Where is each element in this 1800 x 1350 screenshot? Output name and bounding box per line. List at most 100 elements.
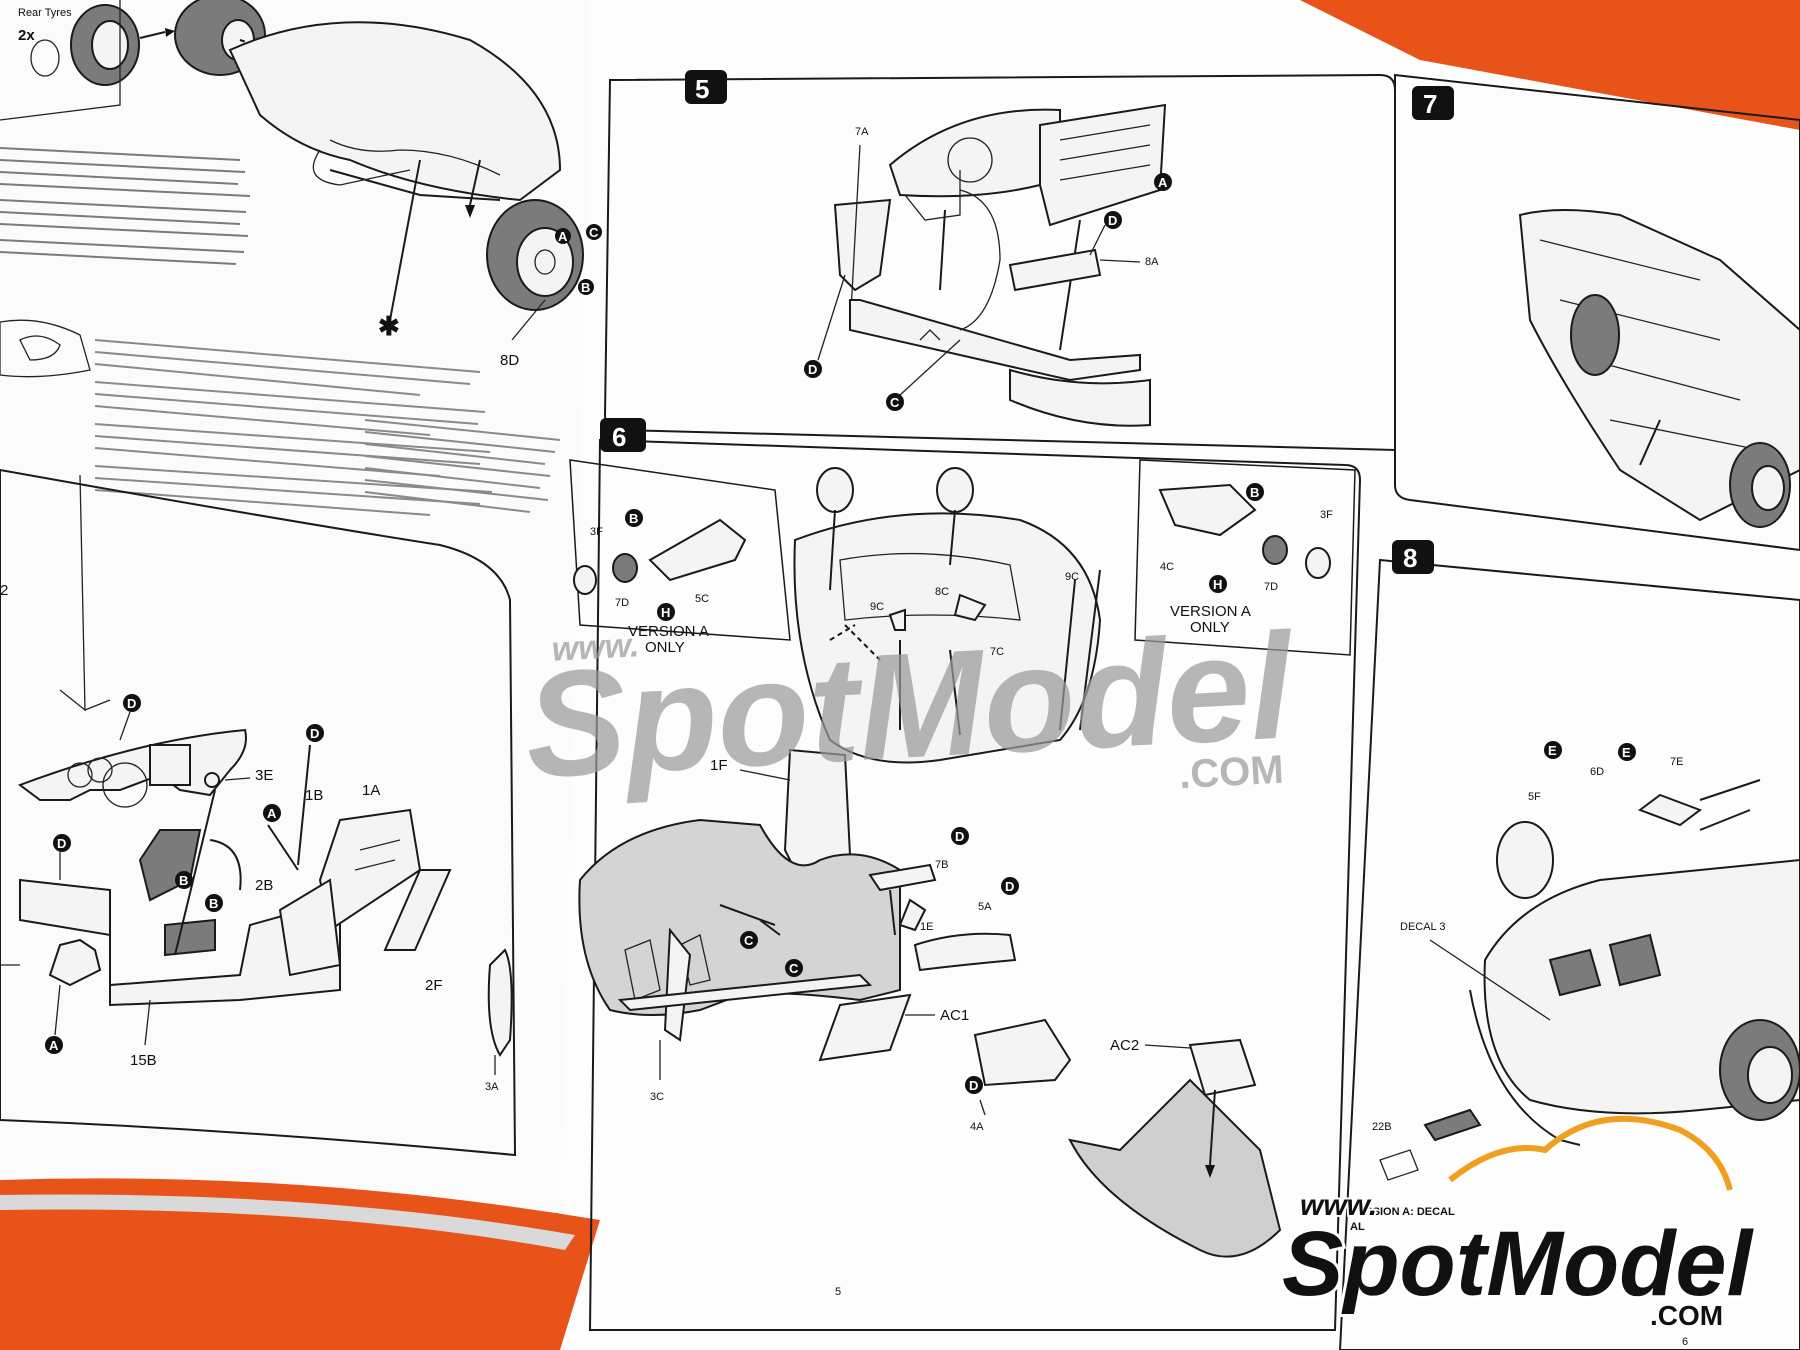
headrest-right xyxy=(936,467,974,513)
version-a-right-1: VERSION A xyxy=(1170,603,1251,620)
svg-text:A: A xyxy=(558,229,568,244)
svg-text:D: D xyxy=(808,362,817,377)
body-side-shell xyxy=(578,818,901,1016)
step-8-diagram: E E 6D 7E 5F 6F DECAL 3 22B VERSION A: D… xyxy=(1350,741,1800,1233)
seat-cushion xyxy=(1008,248,1102,292)
svg-text:E: E xyxy=(1548,743,1557,758)
floor-side-shell xyxy=(1068,1078,1282,1258)
part-label-4a: 4A xyxy=(970,1121,984,1133)
svg-text:B: B xyxy=(1250,485,1259,500)
version-a-right-2: ONLY xyxy=(1190,619,1230,636)
svg-text:B: B xyxy=(179,873,188,888)
rear-tyres-label: Rear Tyres xyxy=(18,7,72,19)
decal-3-label: DECAL 3 xyxy=(1400,921,1445,933)
car-body-top xyxy=(793,512,1102,764)
part-label-8a: 8A xyxy=(1145,256,1159,268)
part-label-2f: 2F xyxy=(425,977,443,994)
step-7-diagram xyxy=(1518,209,1800,528)
floor-step5 xyxy=(849,299,1141,382)
watermark-brand: SpotModel xyxy=(521,601,1299,809)
part-label-7c: 7C xyxy=(990,646,1004,658)
svg-text:D: D xyxy=(1108,213,1117,228)
door-panel xyxy=(318,808,422,932)
svg-text:C: C xyxy=(589,225,599,240)
decal-instructions-block xyxy=(0,319,561,516)
svg-text:www.: www. xyxy=(551,626,640,669)
svg-text:D: D xyxy=(955,829,964,844)
svg-text:A: A xyxy=(267,806,277,821)
step-6-inset-right: 4C 7D 3F B H VERSION A ONLY xyxy=(1134,459,1356,656)
decal-ac2 xyxy=(1188,1038,1257,1097)
svg-text:www.: www. xyxy=(1300,1189,1377,1222)
logo-car-outline xyxy=(1448,1115,1733,1191)
decal-ac1 xyxy=(818,993,912,1062)
logo-brand: SpotModel xyxy=(1282,1213,1755,1315)
seat-back xyxy=(833,198,892,292)
part-label-3c: 3C xyxy=(650,1091,664,1103)
part-label-7a: 7A xyxy=(855,126,869,138)
ac1-label: AC1 xyxy=(940,1007,969,1024)
svg-text:C: C xyxy=(789,961,799,976)
part-label-1e: 1E xyxy=(920,921,933,933)
text-block-top-left xyxy=(0,147,251,265)
version-a-left-1: VERSION A xyxy=(628,623,709,640)
grille-part xyxy=(487,948,513,1057)
left-paper xyxy=(0,0,665,1230)
part-label-6d: 6D xyxy=(1590,766,1604,778)
spotmodel-logo: www. SpotModel .COM xyxy=(1279,1115,1758,1333)
svg-text:8: 8 xyxy=(1403,543,1417,573)
part-label-7e: 7E xyxy=(1670,756,1683,768)
step-5-diagram: A 7A D D 8A C xyxy=(804,103,1172,427)
svg-text:6: 6 xyxy=(612,422,626,452)
part-label-22b: 22B xyxy=(1372,1121,1392,1133)
svg-text:✱: ✱ xyxy=(378,311,400,341)
part-label-2b: 2B xyxy=(255,877,273,894)
headrest-left xyxy=(816,467,854,513)
part-label-5a: 5A xyxy=(978,901,992,913)
step-6-inset-left: 3F 7D 5C B H VERSION A ONLY xyxy=(569,459,791,656)
part-7b xyxy=(868,863,937,892)
watermark-com: .COM xyxy=(1178,748,1285,797)
part-label-3f-left: 3F xyxy=(590,526,603,538)
svg-text:A: A xyxy=(49,1038,59,1053)
svg-text:D: D xyxy=(1005,879,1014,894)
step-7-frame xyxy=(1394,73,1800,552)
part-label-3a: 3A xyxy=(485,1081,499,1093)
logo-com: .COM xyxy=(1650,1300,1723,1331)
step-6-frame xyxy=(588,438,1362,1331)
page-number-6: 6 xyxy=(1682,1336,1688,1348)
left-interior-diagram: 2 D D A B B 3E 2B A D 1B 1A 2F xyxy=(0,474,452,1069)
part-label-15b: 15B xyxy=(130,1052,157,1069)
step-6-side-diagram: 1F C C 3A 3C 7B D 1E 5A D AC1 D 4A AC2 xyxy=(485,748,1282,1258)
svg-text:C: C xyxy=(890,395,900,410)
svg-text:B: B xyxy=(581,280,590,295)
part-label-1a: 1A xyxy=(362,782,380,799)
front-wheel-step7 xyxy=(1570,294,1620,376)
svg-text:B: B xyxy=(209,896,218,911)
step-7-badge xyxy=(1412,86,1454,120)
version-decal-label-2: AL xyxy=(1350,1221,1365,1233)
step-6-body-diagram: 8C 9C 9C 7C xyxy=(793,467,1102,764)
svg-text:C: C xyxy=(744,933,754,948)
svg-text:2: 2 xyxy=(0,582,8,599)
svg-text:E: E xyxy=(1622,745,1631,760)
chassis-step7 xyxy=(1518,209,1800,522)
part-label-3e: 3E xyxy=(255,767,273,784)
headlight-cover-left xyxy=(648,518,747,582)
part-label-1f: 1F xyxy=(710,757,728,774)
part-label-8d: 8D xyxy=(500,352,519,369)
svg-text:A: A xyxy=(1158,175,1168,190)
ac2-label: AC2 xyxy=(1110,1037,1139,1054)
spotmodel-watermark: www. SpotModel .COM xyxy=(521,601,1299,809)
svg-text:D: D xyxy=(310,726,319,741)
svg-text:B: B xyxy=(629,511,638,526)
part-label-7d-left: 7D xyxy=(615,597,629,609)
part-label-4c: 4C xyxy=(1160,561,1174,573)
quantity-label: 2x xyxy=(18,27,35,44)
svg-text:D: D xyxy=(127,696,136,711)
step-6-badge xyxy=(600,418,646,452)
part-label-5c: 5C xyxy=(695,593,709,605)
headlight-cover-right xyxy=(1158,483,1257,537)
